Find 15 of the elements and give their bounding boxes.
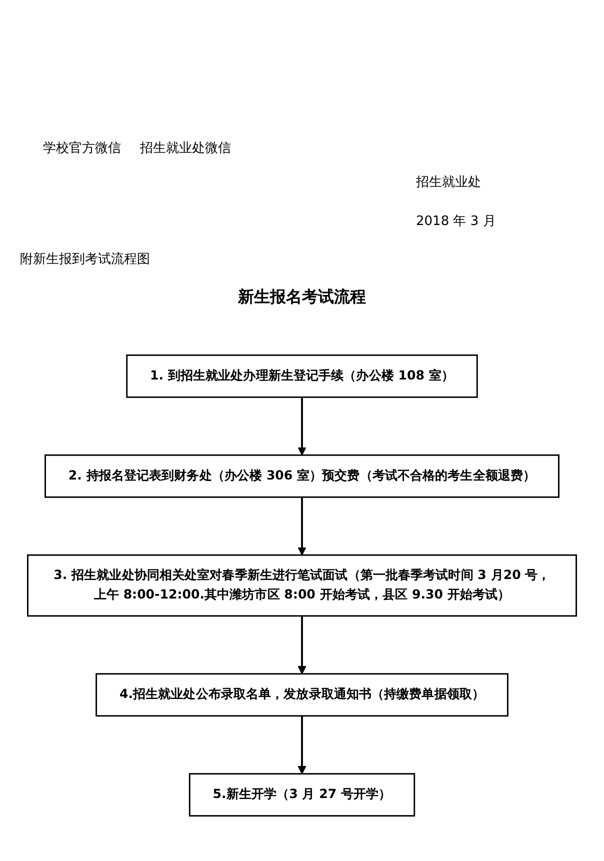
- node-box: 2. 持报名登记表到财务处（办公楼 306 室）预交费（考试不合格的考生全额退费）: [44, 454, 560, 498]
- arrow: [298, 497, 306, 556]
- attachment-note: 附新生报到考试流程图: [20, 251, 150, 268]
- signature-text: 招生就业处: [416, 174, 481, 191]
- node-box: 5.新生开学（3 月 27 号开学）: [188, 773, 416, 817]
- signature-text: 2018 年 3 月: [416, 213, 496, 230]
- arrow: [298, 716, 306, 774]
- diagram-title: 新生报名考试流程: [236, 287, 367, 308]
- node-box: 4.招生就业处公布录取名单，发放录取通知书（持缴费单据领取）: [96, 673, 508, 717]
- arrow: [298, 397, 306, 456]
- arrow: [298, 616, 306, 674]
- qr-caption: 学校官方微信: [43, 140, 121, 157]
- node-box: 1. 到招生就业处办理新生登记手续（办公楼 108 室）: [126, 354, 478, 398]
- node-box: 3. 招生就业处协同相关处室对春季新生进行笔试面试（第一批春季考试时间 3 月20 号，上午 8:00-12:00.其中潍坊市区 8:00 开始考试，县区 9.30 开始考试）: [27, 554, 577, 617]
- qr-caption: 招生就业处微信: [140, 140, 231, 157]
